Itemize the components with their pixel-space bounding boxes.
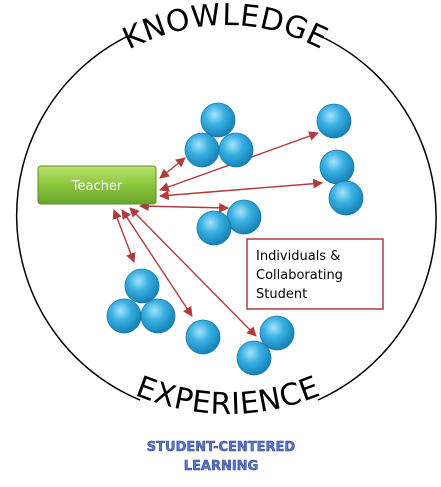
arrows (112, 131, 323, 337)
students-label-line2: Collaborating (256, 268, 343, 283)
student-ball (328, 180, 364, 216)
footer-line1: STUDENT-CENTERED (147, 440, 296, 455)
knowledge-label: KNOWLEDGE (117, 0, 333, 57)
student-ball (218, 132, 254, 168)
student-ball (319, 149, 355, 185)
arrow-to-top-cluster (159, 157, 186, 179)
arrow-to-right-pair (159, 178, 323, 201)
arrow-to-left-cluster (112, 209, 136, 263)
student-ball (140, 298, 176, 334)
arrow-to-bottom-pair (129, 207, 257, 337)
outer-circle-left-arc (15, 35, 141, 401)
arrow-to-middle-pair (139, 201, 229, 213)
teacher-label: Teacher (71, 179, 123, 194)
student-balls (106, 102, 364, 376)
student-ball (200, 102, 236, 138)
students-label-box: Individuals & Collaborating Student (246, 238, 384, 310)
students-label-line3: Student (256, 287, 307, 302)
student-ball (316, 103, 352, 139)
experience-label: EXPERIENCE (131, 370, 324, 423)
student-ball (236, 340, 272, 376)
student-ball (259, 315, 295, 351)
teacher-node: Teacher (37, 165, 157, 205)
student-ball (185, 319, 221, 355)
student-ball (184, 132, 220, 168)
student-ball (124, 268, 160, 304)
student-ball (106, 298, 142, 334)
footer-line2: LEARNING (184, 459, 259, 474)
student-ball (226, 199, 262, 235)
students-label-line1: Individuals & (256, 249, 340, 264)
outer-circle-right-arc (317, 35, 437, 401)
student-ball (196, 210, 232, 246)
